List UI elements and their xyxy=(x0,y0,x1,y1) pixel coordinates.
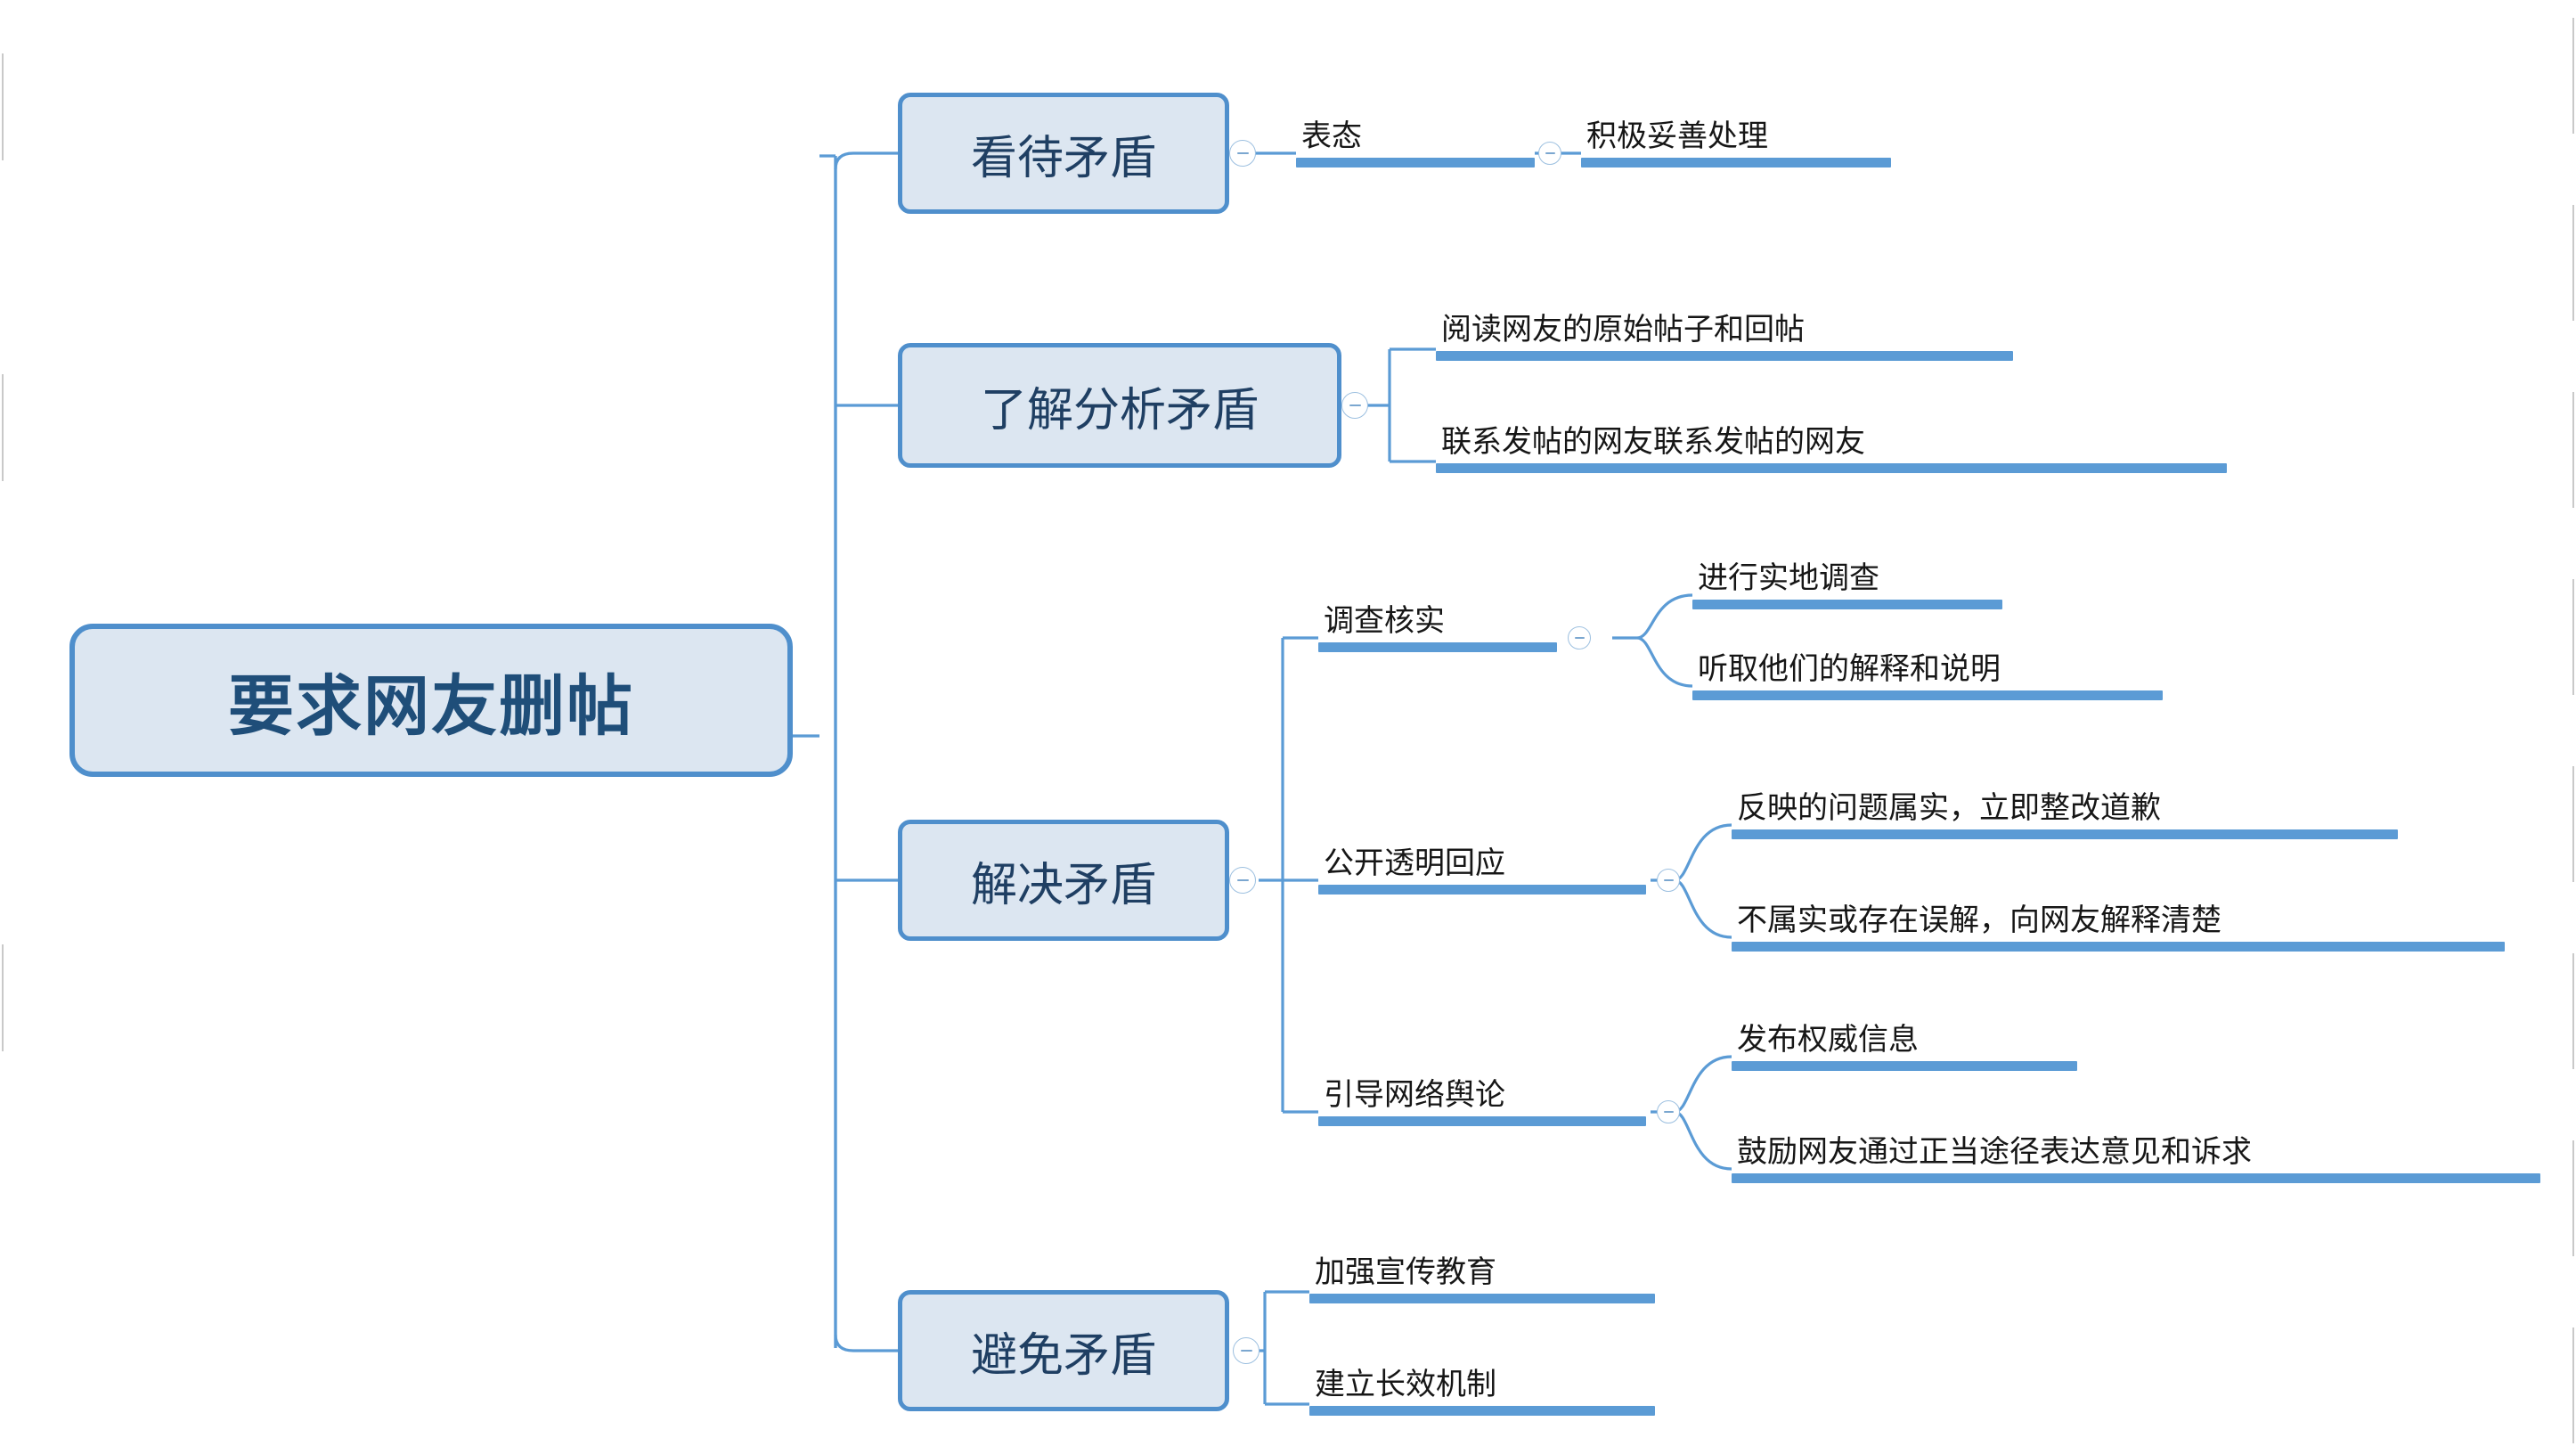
collapse-minus-icon-branch-3[interactable] xyxy=(1229,867,1256,894)
node-issue-true-underline xyxy=(1732,829,2398,839)
node-issue-false[interactable]: 不属实或存在误解，向网友解释清楚 xyxy=(1732,880,2505,952)
collapse-minus-icon-branch-1[interactable] xyxy=(1229,140,1256,167)
connector-branch-1 xyxy=(834,151,901,170)
node-field-survey[interactable]: 进行实地调查 xyxy=(1692,538,2002,609)
branch-node-4[interactable]: 避免矛盾 xyxy=(898,1290,1229,1411)
node-encourage-channels-underline xyxy=(1732,1173,2540,1183)
node-jijituoshan-label: 积极妥善处理 xyxy=(1586,118,1768,153)
connector-b3s1-bracket xyxy=(1636,593,1693,688)
node-guide-opinion-underline xyxy=(1318,1116,1646,1126)
connector-branch-4 xyxy=(834,1334,901,1352)
edge-tick xyxy=(2572,953,2574,1069)
node-investigate[interactable]: 调查核实 xyxy=(1318,581,1557,652)
root-node-label: 要求网友删帖 xyxy=(228,668,634,743)
node-encourage-channels[interactable]: 鼓励网友通过正当途径表达意见和诉求 xyxy=(1732,1112,2540,1183)
node-investigate-label: 调查核实 xyxy=(1324,603,1445,638)
node-listen-explanation-underline xyxy=(1692,690,2163,700)
branch-node-2-label: 了解分析矛盾 xyxy=(980,384,1259,437)
node-longterm-mechanism-label: 建立长效机制 xyxy=(1315,1367,1496,1401)
node-strengthen-education[interactable]: 加强宣传教育 xyxy=(1309,1232,1655,1303)
edge-tick xyxy=(2572,579,2574,695)
collapse-minus-icon-branch-4[interactable] xyxy=(1233,1337,1259,1364)
edge-tick xyxy=(2572,392,2574,508)
node-encourage-channels-label: 鼓励网友通过正当途径表达意见和诉求 xyxy=(1737,1134,2252,1169)
node-transparent-response-label: 公开透明回应 xyxy=(1324,846,1505,880)
node-read-posts-label: 阅读网友的原始帖子和回帖 xyxy=(1441,312,1805,347)
branch-node-4-label: 避免矛盾 xyxy=(970,1329,1156,1382)
edge-tick xyxy=(2572,205,2574,321)
node-issue-false-label: 不属实或存在误解，向网友解释清楚 xyxy=(1737,903,2221,937)
edge-tick xyxy=(2,944,4,1051)
edge-tick xyxy=(2572,766,2574,882)
node-biaotai-label: 表态 xyxy=(1301,118,1362,153)
node-biaotai[interactable]: 表态 xyxy=(1296,96,1535,167)
node-strengthen-education-underline xyxy=(1309,1294,1655,1303)
node-investigate-underline xyxy=(1318,642,1557,652)
node-read-posts[interactable]: 阅读网友的原始帖子和回帖 xyxy=(1436,290,2013,361)
edge-tick xyxy=(2572,1328,2574,1443)
node-field-survey-underline xyxy=(1692,600,2002,609)
node-issue-false-underline xyxy=(1732,942,2505,952)
node-contact-poster-label: 联系发帖的网友联系发帖的网友 xyxy=(1441,424,1865,459)
node-read-posts-underline xyxy=(1436,351,2013,361)
node-contact-poster-underline xyxy=(1436,463,2227,473)
edge-tick xyxy=(2,53,4,160)
root-node[interactable]: 要求网友删帖 xyxy=(69,624,793,777)
node-contact-poster[interactable]: 联系发帖的网友联系发帖的网友 xyxy=(1436,402,2227,473)
collapse-minus-icon-transparent-response[interactable] xyxy=(1657,869,1680,892)
node-listen-explanation-label: 听取他们的解释和说明 xyxy=(1698,651,2001,686)
branch-node-3[interactable]: 解决矛盾 xyxy=(898,820,1229,941)
node-transparent-response-underline xyxy=(1318,885,1646,895)
branch-node-1[interactable]: 看待矛盾 xyxy=(898,93,1229,214)
node-issue-true-label: 反映的问题属实，立即整改道歉 xyxy=(1737,790,2161,825)
node-guide-opinion-label: 引导网络舆论 xyxy=(1324,1077,1505,1112)
node-jijituoshan[interactable]: 积极妥善处理 xyxy=(1581,96,1891,167)
node-transparent-response[interactable]: 公开透明回应 xyxy=(1318,823,1646,895)
collapse-minus-icon-branch-2[interactable] xyxy=(1341,392,1368,419)
edge-tick xyxy=(2,374,4,481)
connector-b3s3-bracket xyxy=(1674,1055,1732,1171)
branch-node-2[interactable]: 了解分析矛盾 xyxy=(898,343,1341,468)
node-listen-explanation[interactable]: 听取他们的解释和说明 xyxy=(1692,629,2163,700)
node-publish-authoritative-label: 发布权威信息 xyxy=(1737,1022,1919,1057)
connector-b3s2-bracket xyxy=(1674,823,1732,939)
node-publish-authoritative-underline xyxy=(1732,1061,2077,1071)
branch-node-1-label: 看待矛盾 xyxy=(970,132,1156,184)
edge-tick xyxy=(2572,1140,2574,1256)
node-issue-true[interactable]: 反映的问题属实，立即整改道歉 xyxy=(1732,768,2398,839)
node-jijituoshan-underline xyxy=(1581,158,1891,167)
node-guide-opinion[interactable]: 引导网络舆论 xyxy=(1318,1055,1646,1126)
edge-tick xyxy=(2572,18,2574,134)
collapse-minus-icon-biaotai[interactable] xyxy=(1538,142,1561,165)
node-publish-authoritative[interactable]: 发布权威信息 xyxy=(1732,1000,2077,1071)
collapse-minus-icon-investigate[interactable] xyxy=(1568,626,1591,649)
node-longterm-mechanism-underline xyxy=(1309,1406,1655,1416)
collapse-minus-icon-guide-opinion[interactable] xyxy=(1657,1100,1680,1123)
node-biaotai-underline xyxy=(1296,158,1535,167)
node-field-survey-label: 进行实地调查 xyxy=(1698,560,1879,595)
node-longterm-mechanism[interactable]: 建立长效机制 xyxy=(1309,1344,1655,1416)
node-strengthen-education-label: 加强宣传教育 xyxy=(1315,1254,1496,1289)
branch-node-3-label: 解决矛盾 xyxy=(970,859,1156,911)
